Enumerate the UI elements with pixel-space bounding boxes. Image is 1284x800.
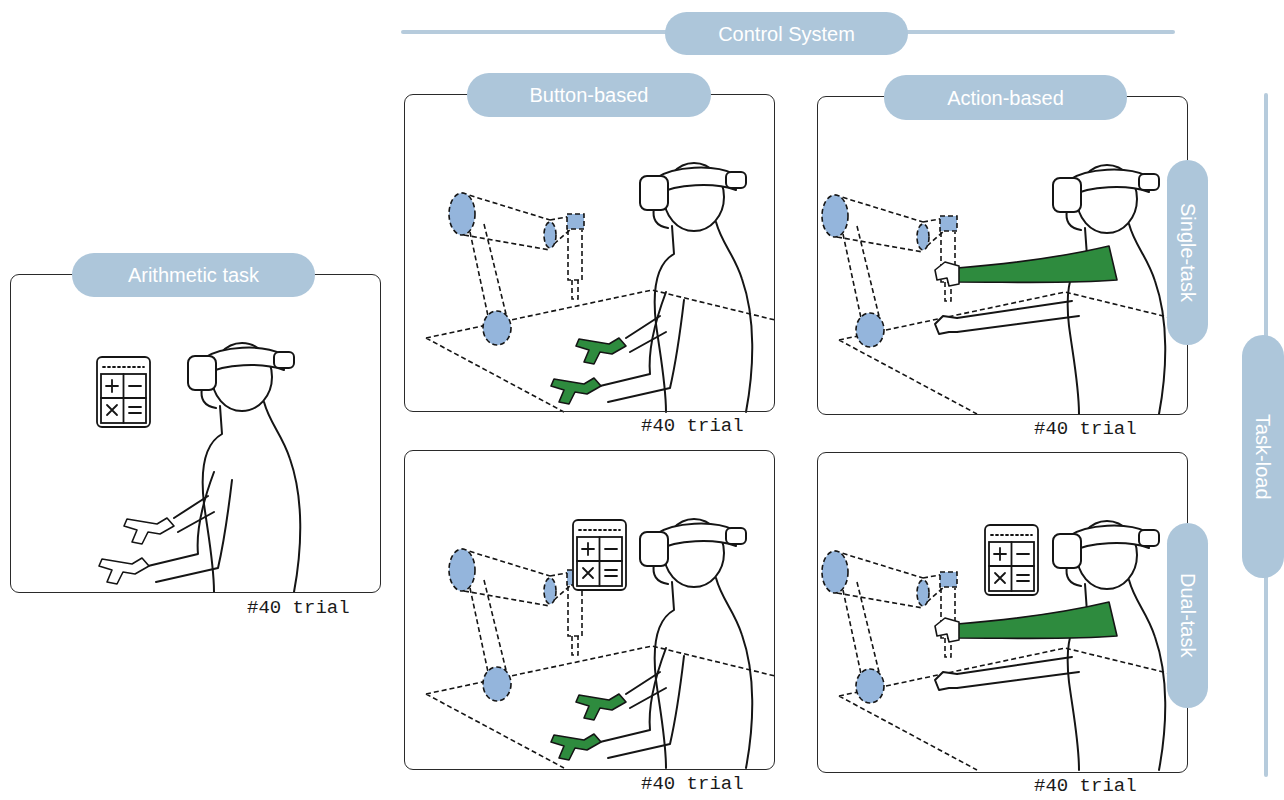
action-dual-scene <box>822 521 1188 770</box>
trial-count: #40 trial <box>641 773 744 796</box>
controller-grips <box>551 338 626 404</box>
condition-panel: Action-based#40 trial <box>817 96 1188 415</box>
action-single-scene <box>822 165 1188 414</box>
empty-hands <box>99 518 174 584</box>
table-outline <box>426 290 775 412</box>
condition-panel: Arithmetic task#40 trial <box>10 274 381 593</box>
person-figure <box>640 519 752 768</box>
condition-heading: Arithmetic task <box>72 253 315 297</box>
axis-label: Control System <box>718 24 855 44</box>
trial-count: #40 trial <box>1034 418 1137 441</box>
condition-heading: Button-based <box>467 73 711 117</box>
trial-count: #40 trial <box>1034 775 1137 798</box>
reaching-arm <box>935 246 1117 286</box>
condition-heading-text: Action-based <box>947 88 1064 108</box>
button-single-scene <box>426 163 775 412</box>
trial-count: #40 trial <box>247 597 350 620</box>
person-figure <box>1053 165 1165 414</box>
robot-arm <box>449 193 584 345</box>
arithmetic-panel-icon <box>97 357 150 427</box>
condition-panel: #40 trial <box>817 452 1188 773</box>
arithmetic-panel-icon <box>985 525 1038 595</box>
task-load-pill: Single-task <box>1167 160 1208 345</box>
reaching-arm <box>935 602 1117 642</box>
table-outline <box>426 646 775 768</box>
axis-label-pill: Control System <box>665 12 908 55</box>
condition-heading-text: Arithmetic task <box>128 265 259 285</box>
robot-arm <box>449 549 584 701</box>
condition-heading: Action-based <box>884 75 1127 120</box>
button-dual-scene <box>426 519 775 768</box>
task-load-pill: Dual-task <box>1167 523 1208 708</box>
resting-arm <box>935 301 1079 334</box>
person-figure <box>640 163 752 412</box>
arithmetic-panel-icon <box>573 520 626 590</box>
trial-count: #40 trial <box>641 415 744 438</box>
condition-panel: Button-based#40 trial <box>404 94 775 412</box>
controller-grips <box>551 694 626 760</box>
axis-label: Dual-task <box>1178 573 1198 657</box>
axis-label: Single-task <box>1178 203 1198 302</box>
condition-heading-text: Button-based <box>530 85 649 105</box>
person-figure <box>188 343 300 592</box>
person-figure <box>1053 521 1165 770</box>
axis-label-pill: Task-load <box>1242 335 1284 578</box>
axis-label: Task-load <box>1253 414 1273 500</box>
condition-panel: #40 trial <box>404 450 775 770</box>
arithmetic-scene <box>97 343 300 592</box>
resting-arm <box>935 657 1079 690</box>
table-outline <box>839 292 1188 414</box>
table-outline <box>839 648 1188 770</box>
